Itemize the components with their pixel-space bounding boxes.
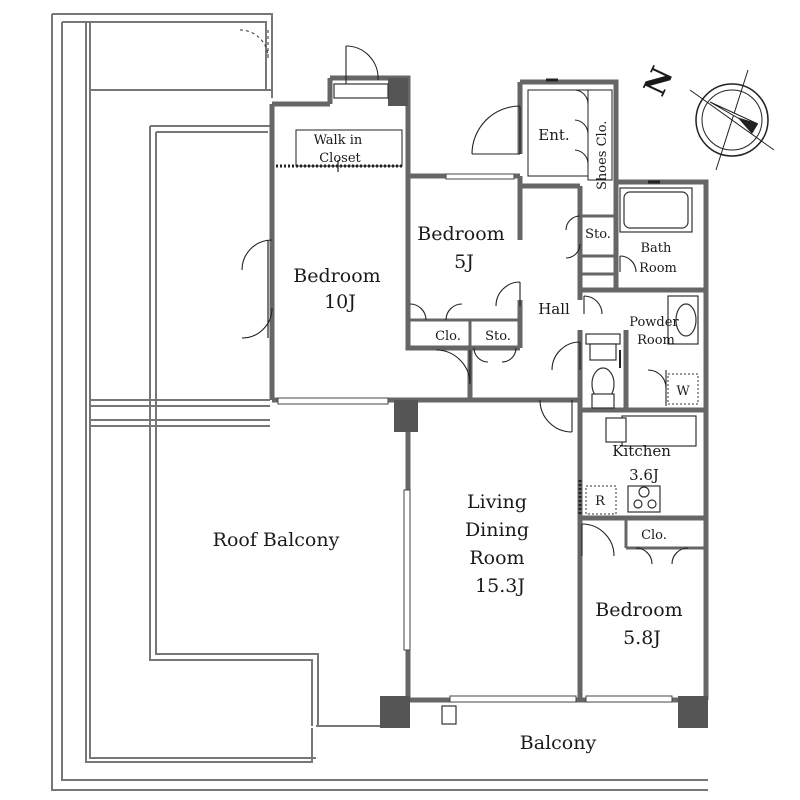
roof-balcony-outline xyxy=(51,13,708,791)
closet-small-label: Clo. xyxy=(435,329,461,344)
bedroom-5j-door[interactable] xyxy=(495,281,521,307)
windows xyxy=(277,173,673,725)
powder-room-label: Powder Room xyxy=(629,315,683,348)
kitchen-size: 3.6J xyxy=(629,466,659,484)
powder-room-line-1: Powder xyxy=(629,315,679,330)
powder-room-line-2: Room xyxy=(637,333,675,348)
entrance-door[interactable] xyxy=(471,105,521,155)
bedroom-north-name: Bedroom xyxy=(417,223,504,245)
shoes-closet-label: Shoes Clo. xyxy=(595,121,610,190)
columns xyxy=(380,78,708,728)
walk-in-closet xyxy=(276,129,404,172)
bedroom-north-label: Bedroom 5J xyxy=(417,223,510,273)
walk-in-closet-line-2: Closet xyxy=(319,151,361,166)
closet-top-door[interactable] xyxy=(333,45,389,99)
toilet xyxy=(585,333,621,409)
refrigerator-label: R xyxy=(595,494,606,509)
compass-icon xyxy=(689,69,775,171)
bedroom-south-label: Bedroom 5.8J xyxy=(595,599,688,649)
bath-room-line-2: Room xyxy=(639,261,677,276)
entrance-label: Ent. xyxy=(538,126,569,144)
kitchen-name: Kitchen xyxy=(612,442,671,460)
bedroom-south-size: 5.8J xyxy=(623,627,661,649)
bedroom-south-door[interactable] xyxy=(581,523,615,557)
bath-door[interactable] xyxy=(619,255,637,273)
roof-door[interactable] xyxy=(239,29,269,59)
kitchen-counter xyxy=(578,415,697,516)
bedroom-south-closet[interactable] xyxy=(635,547,689,565)
roof-balcony-label: Roof Balcony xyxy=(213,529,340,551)
bedroom-west-label: Bedroom 10J xyxy=(293,265,386,313)
walk-in-closet-line-1: Walk in xyxy=(314,133,363,148)
kitchen-label: Kitchen 3.6J xyxy=(612,442,675,484)
storage-hall-doors[interactable] xyxy=(565,215,581,259)
living-line-2: Dining xyxy=(465,519,529,541)
living-line-3: Room xyxy=(469,547,524,569)
hall-label: Hall xyxy=(538,300,570,318)
bathtub xyxy=(619,180,693,233)
washer-label: W xyxy=(676,384,690,399)
toilet-door[interactable] xyxy=(583,295,603,315)
bedroom-5j-closet-doors[interactable] xyxy=(409,303,517,363)
powder-room-fixtures xyxy=(647,295,699,406)
living-dining-label: Living Dining Room 15.3J xyxy=(465,491,535,597)
balcony-label: Balcony xyxy=(520,732,597,754)
walk-in-closet-label: Walk in Closet xyxy=(314,133,367,166)
bedroom-north-size: 5J xyxy=(454,251,474,273)
bath-room-label: Bath Room xyxy=(639,241,677,276)
living-size: 15.3J xyxy=(475,575,525,597)
bedroom-west-name: Bedroom xyxy=(293,265,380,287)
bath-room-line-1: Bath xyxy=(640,241,672,256)
bedroom-west-size: 10J xyxy=(324,291,356,313)
living-line-1: Living xyxy=(467,491,527,513)
closet-south-label: Clo. xyxy=(641,528,667,543)
hall-doors[interactable] xyxy=(435,341,581,433)
storage-hall-label: Sto. xyxy=(585,227,611,242)
bedroom-south-name: Bedroom xyxy=(595,599,682,621)
compass-north-label: N xyxy=(638,62,681,102)
bedroom-10j-doors[interactable] xyxy=(241,239,273,339)
storage-small-label: Sto. xyxy=(485,329,511,344)
entrance-area xyxy=(527,78,613,181)
